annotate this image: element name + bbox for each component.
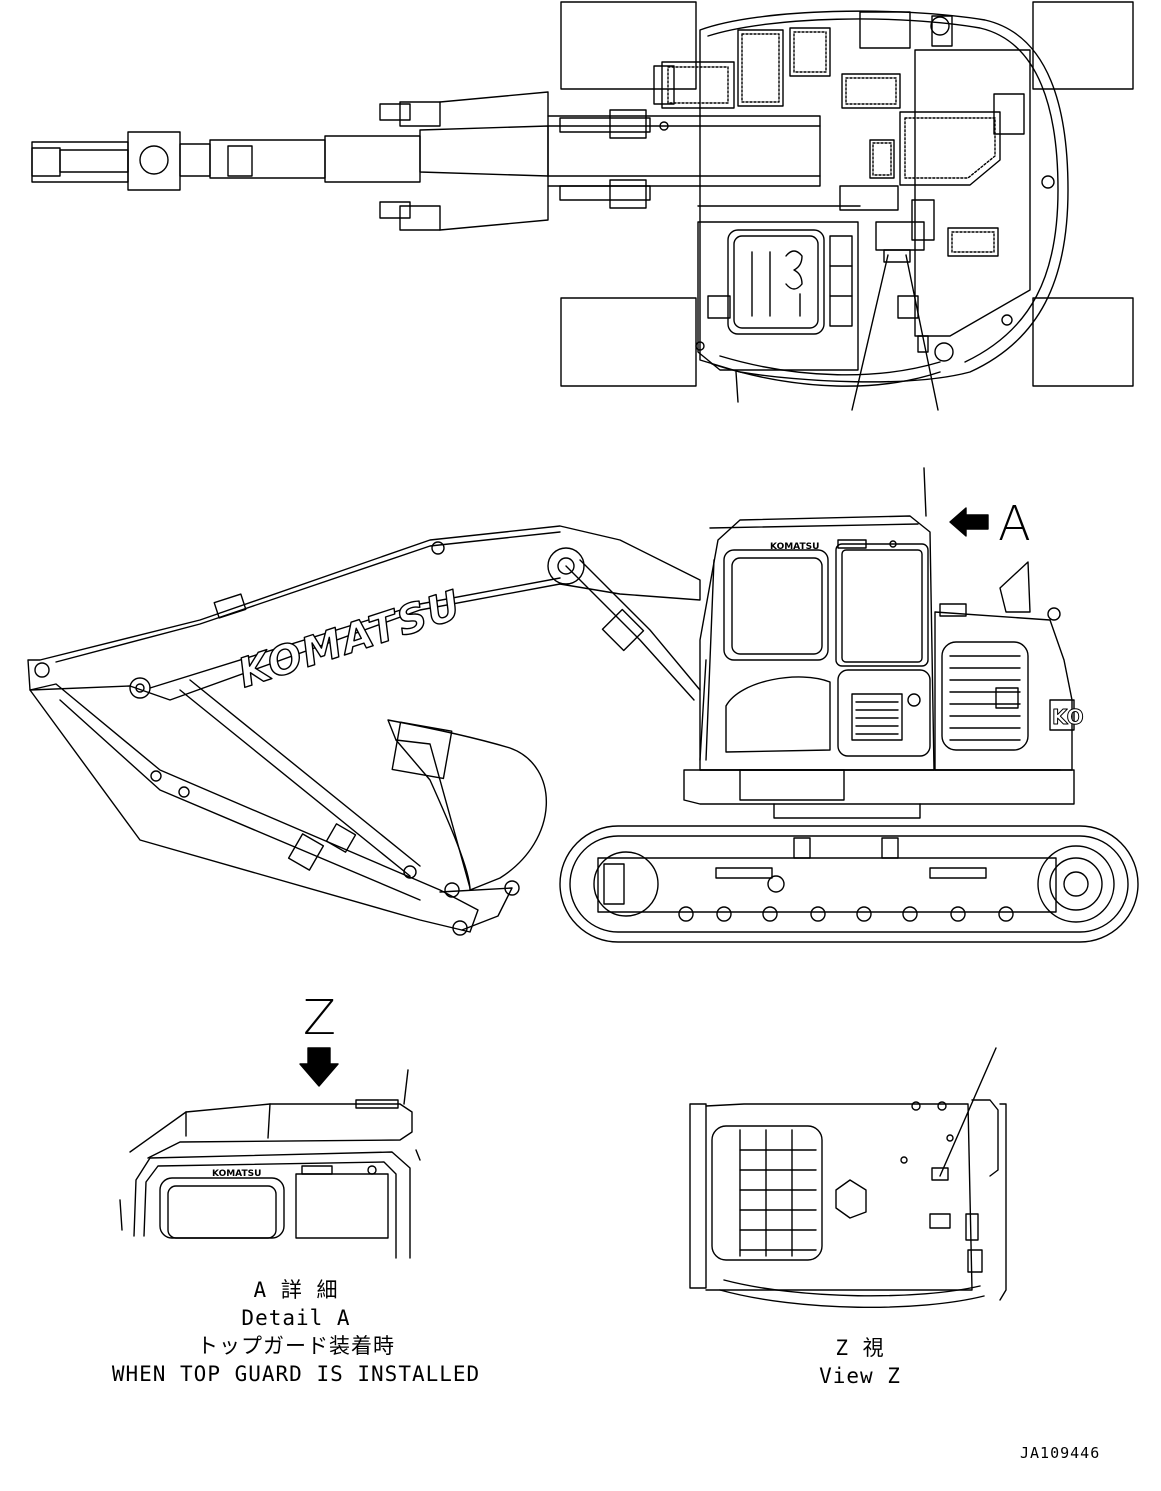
view-z	[689, 1047, 1007, 1309]
cab-roof-grid	[711, 1125, 823, 1261]
detail-a-caption: A 詳 細 Detail A トップガード装着時 WHEN TOP GUARD …	[96, 1276, 496, 1388]
leader-line-top-1	[851, 254, 889, 411]
detail-a-title-en: Detail A	[241, 1306, 351, 1330]
cab-side-window	[835, 543, 929, 667]
label-box-top-left	[560, 1, 697, 90]
detail-a-view: KOMATSU	[119, 1047, 421, 1259]
label-box-top-right	[1032, 1, 1134, 90]
track	[559, 825, 1139, 943]
view-z-letter: Z	[303, 990, 336, 1046]
top-view	[31, 1, 1134, 411]
view-z-caption: Z 視 View Z	[760, 1334, 960, 1390]
cab-roof	[727, 229, 825, 335]
view-z-title-en: View Z	[819, 1364, 901, 1388]
label-box-bottom-right	[1032, 297, 1134, 387]
label-box-bottom-left	[560, 297, 697, 387]
cab-brand-logo: KOMATSU	[770, 542, 819, 552]
boom-brand-logo: KOMATSU	[233, 582, 468, 697]
detail-brand-logo: KOMATSU	[212, 1169, 261, 1179]
view-z-arrow	[299, 1047, 339, 1087]
detail-a-note-jp: トップガード装着時	[197, 1334, 395, 1358]
cab-front-window	[723, 549, 829, 661]
side-view: KOMATSU KO	[27, 467, 1139, 943]
leader-line-z	[939, 1047, 997, 1177]
engine-grille	[941, 641, 1029, 751]
drawing-number: JA109446	[1020, 1444, 1101, 1462]
view-a-arrow	[949, 507, 989, 537]
detail-a-title-jp: A 詳 細	[253, 1278, 339, 1302]
view-z-title-jp: Z 視	[835, 1336, 885, 1360]
leader-line-top-2	[905, 254, 939, 411]
detail-a-note-en: WHEN TOP GUARD IS INSTALLED	[111, 1362, 481, 1386]
svg-text:KO: KO	[1052, 705, 1084, 729]
view-a-letter: A	[998, 496, 1031, 552]
cab-body	[699, 515, 935, 771]
